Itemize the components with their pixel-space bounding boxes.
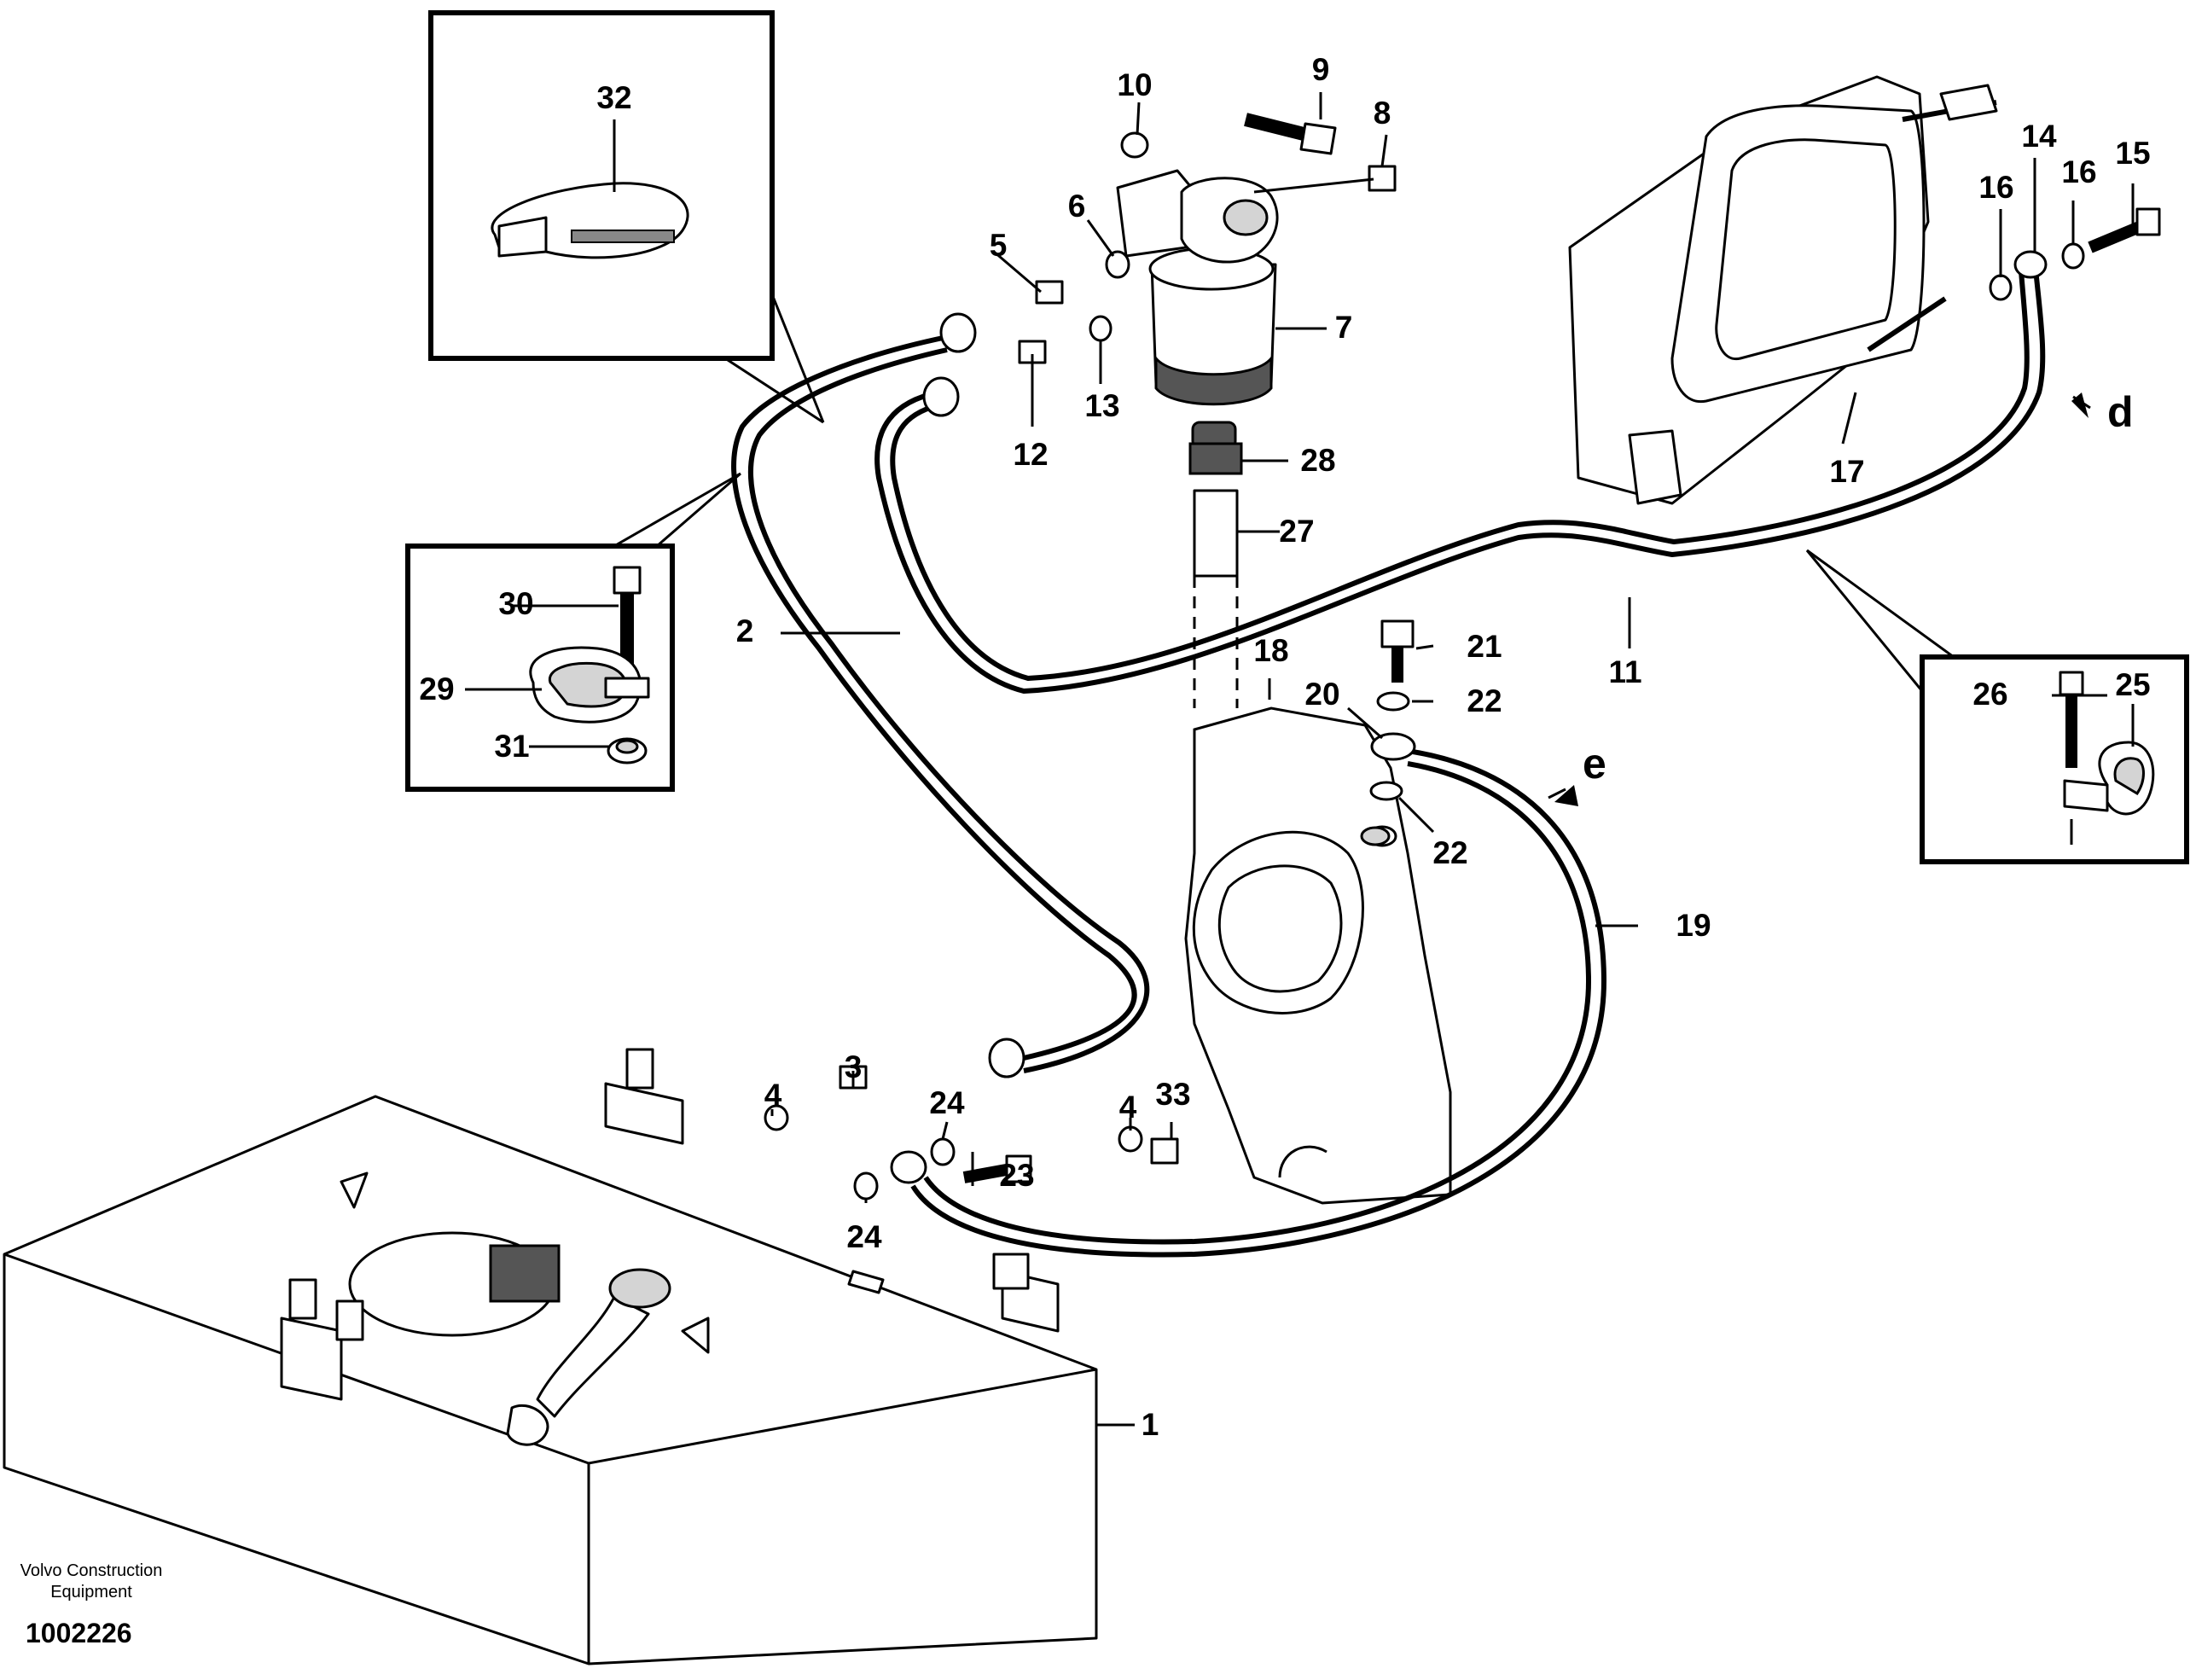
callout-19: 19: [1676, 908, 1711, 943]
connection-arrow-d: [2071, 392, 2089, 418]
callout-4a: 4: [764, 1078, 782, 1113]
callout-30: 30: [498, 586, 533, 621]
callout-12: 12: [1013, 437, 1048, 472]
callout-16b: 16: [2061, 154, 2096, 189]
callout-29: 29: [419, 671, 454, 706]
callout-14: 14: [2021, 119, 2057, 154]
callout-labels: 1 2 3 4 4 5 6 7 8 9 10 11 12 13 14 15 16…: [419, 52, 2150, 1442]
callout-1: 1: [1142, 1407, 1159, 1442]
callout-21: 21: [1467, 629, 1502, 664]
callout-16a: 16: [1978, 170, 2013, 205]
callout-17: 17: [1829, 454, 1864, 489]
ecu-cooler-unit: [1568, 75, 1998, 505]
inset-grommet-clamp: [405, 472, 741, 792]
figure-branding: Volvo Construction Equipment 1002226: [20, 1561, 163, 1648]
callout-2: 2: [736, 613, 754, 648]
callout-5: 5: [990, 228, 1008, 263]
engine-flywheel-housing: [1184, 706, 1452, 1205]
callout-6: 6: [1068, 189, 1086, 224]
inset-cable-tie: [428, 10, 825, 424]
callout-33: 33: [1155, 1077, 1190, 1112]
inset-clip-bracket: [1805, 549, 2189, 864]
callout-10: 10: [1117, 67, 1152, 102]
callout-22b: 22: [1432, 835, 1467, 870]
connection-arrow-e: [1554, 785, 1578, 806]
callout-32: 32: [596, 80, 631, 115]
callout-7: 7: [1335, 310, 1353, 345]
callout-15: 15: [2115, 136, 2150, 171]
callout-4b: 4: [1119, 1090, 1137, 1125]
callout-18: 18: [1253, 633, 1288, 668]
connection-label-e: e: [1583, 740, 1606, 788]
callout-25: 25: [2115, 667, 2150, 702]
callout-26: 26: [1972, 677, 2007, 712]
callout-24b: 24: [846, 1219, 882, 1254]
callout-11: 11: [1608, 654, 1641, 689]
callout-28: 28: [1300, 443, 1335, 478]
callout-8: 8: [1374, 96, 1391, 131]
fuel-hoses: [731, 259, 2046, 1258]
callout-24a: 24: [929, 1085, 965, 1120]
callout-22a: 22: [1467, 683, 1502, 718]
fuel-filter-assembly: [1116, 169, 1279, 450]
connection-label-d: d: [2107, 388, 2134, 436]
brand-line-2: Equipment: [50, 1583, 132, 1602]
callout-27: 27: [1279, 514, 1314, 549]
callout-20: 20: [1304, 677, 1339, 712]
figure-number: 1002226: [26, 1618, 132, 1648]
brand-line-1: Volvo Construction: [20, 1561, 163, 1580]
callout-13: 13: [1084, 388, 1119, 423]
callout-3: 3: [845, 1049, 863, 1084]
callout-31: 31: [494, 729, 529, 764]
callout-9: 9: [1312, 52, 1330, 87]
fuel-tank: [3, 1048, 1098, 1665]
callout-23: 23: [999, 1158, 1034, 1193]
